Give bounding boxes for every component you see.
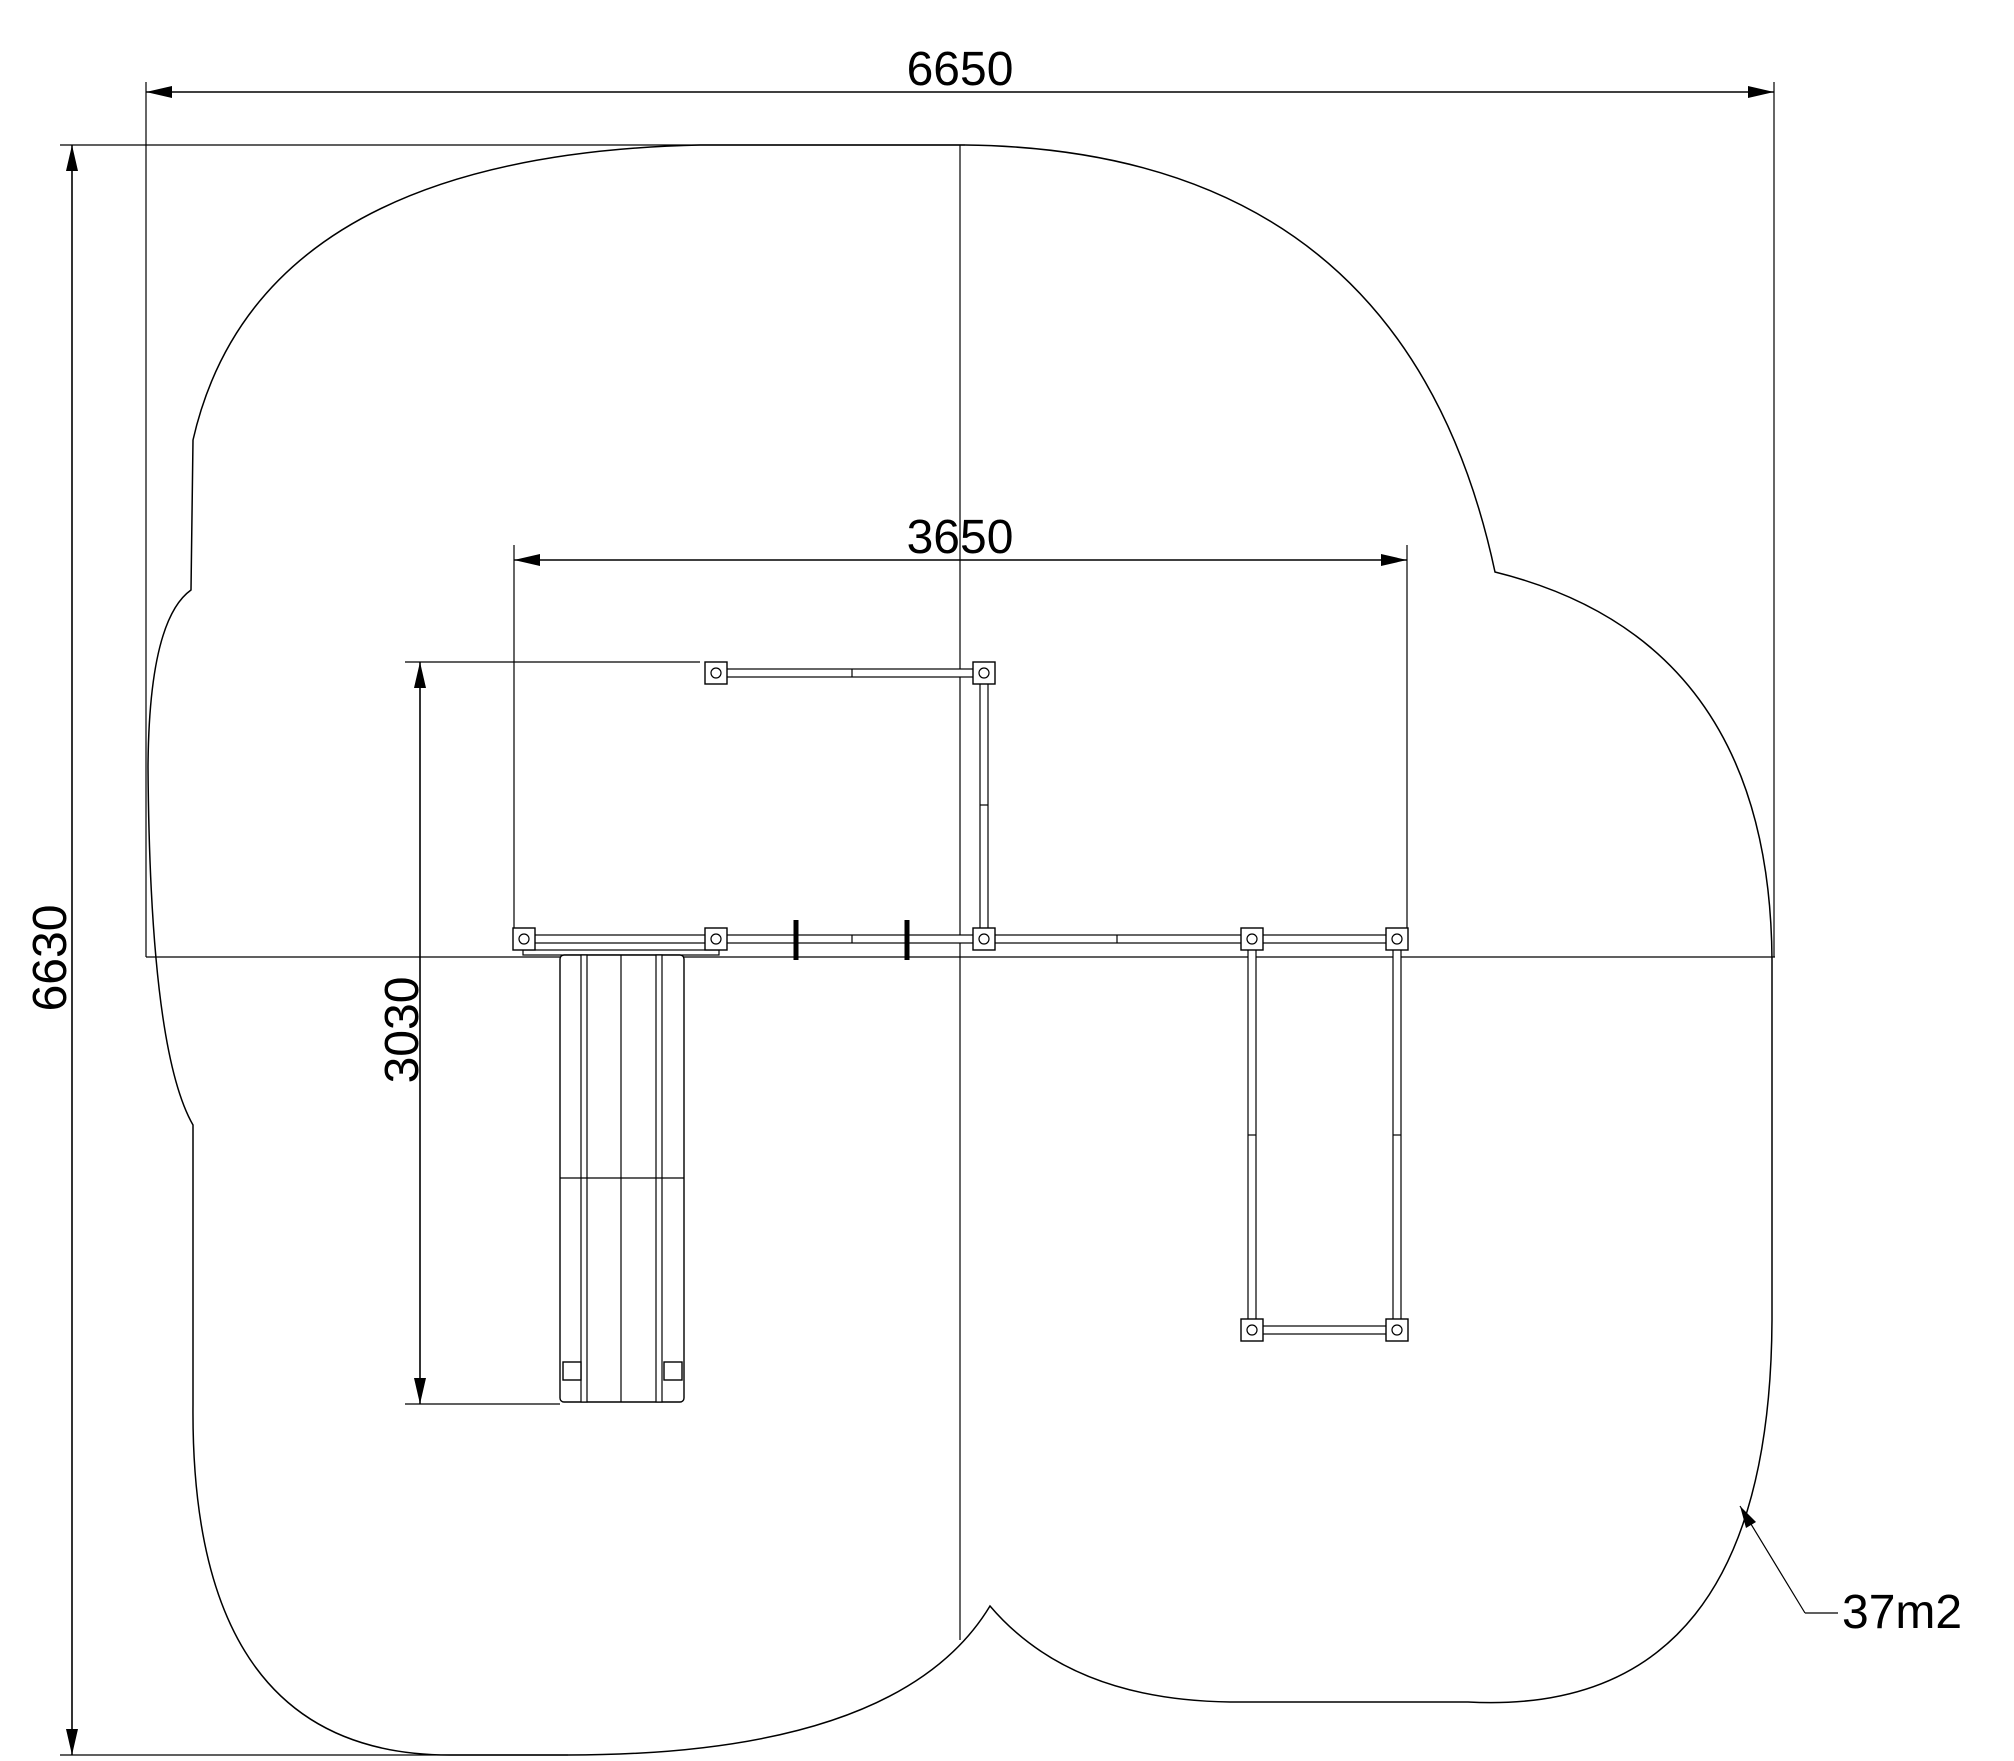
- post: [1385, 927, 1409, 951]
- rail-vertical-center: [979, 675, 989, 939]
- rail-bottom-right: [1255, 1325, 1394, 1335]
- safety-zone-outline: [147, 144, 1773, 1756]
- arrowhead-icon: [1740, 1506, 1756, 1528]
- dimension-overall-height: 6630: [24, 905, 77, 1012]
- post: [1240, 927, 1264, 951]
- rail-platform: [522, 934, 714, 944]
- arrowhead-icon: [146, 86, 172, 98]
- dimension-structure-depth: 3030: [376, 977, 429, 1084]
- arrowhead-icon: [414, 662, 426, 688]
- equipment-structure: [512, 661, 1409, 1403]
- post: [972, 927, 996, 951]
- post: [1240, 1318, 1264, 1342]
- rail-top: [715, 668, 985, 678]
- dimension-overall-width: 6650: [907, 43, 1014, 96]
- rail-far-right: [1254, 934, 1399, 944]
- dimension-structure-width: 3650: [907, 511, 1014, 564]
- slide-foot-right: [663, 1361, 683, 1381]
- arrowhead-icon: [1748, 86, 1774, 98]
- platform-edge: [522, 949, 720, 956]
- arrowhead-icon: [1381, 554, 1407, 566]
- post: [972, 661, 996, 685]
- post: [704, 927, 728, 951]
- arrowhead-icon: [414, 1378, 426, 1404]
- area-label: 37m2: [1842, 1586, 1962, 1639]
- post: [704, 661, 728, 685]
- arrowhead-icon: [66, 1729, 78, 1755]
- post: [1385, 1318, 1409, 1342]
- rail-middle: [712, 934, 981, 944]
- post: [512, 927, 536, 951]
- arrowhead-icon: [514, 554, 540, 566]
- slide-foot-left: [562, 1361, 582, 1381]
- arrowhead-icon: [66, 145, 78, 171]
